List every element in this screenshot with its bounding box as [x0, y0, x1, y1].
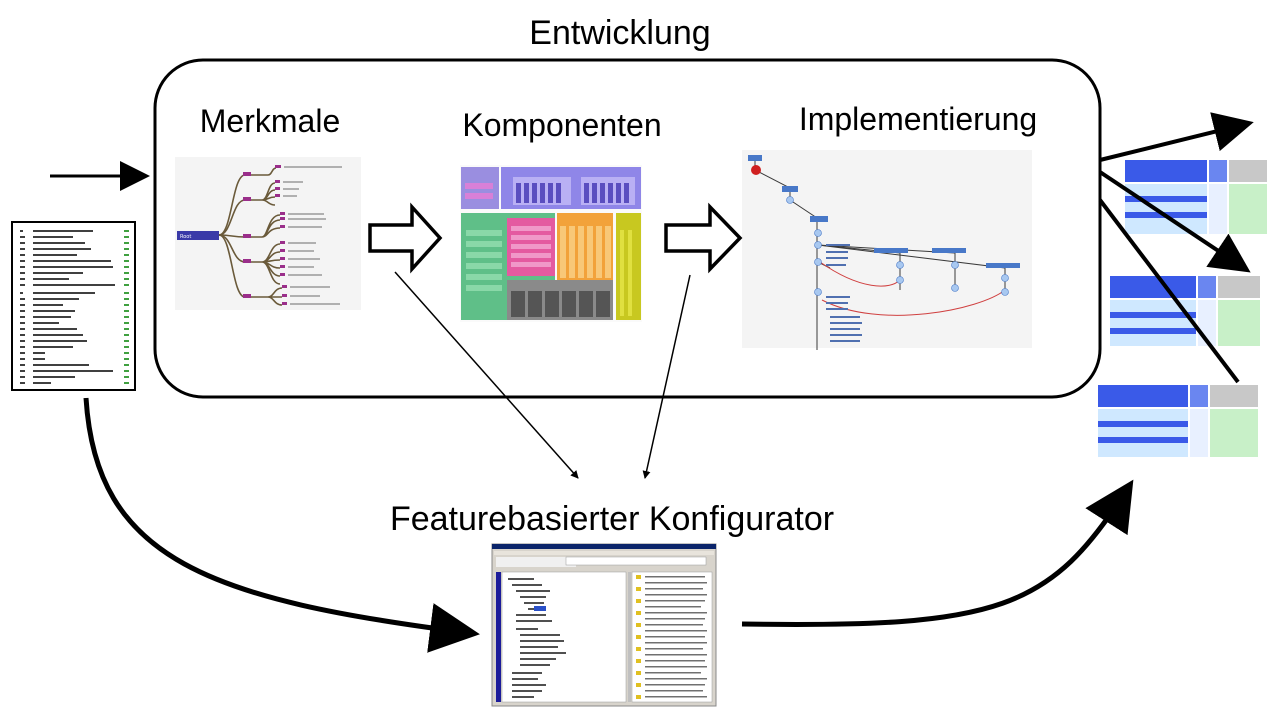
diagram-title: Entwicklung	[529, 14, 710, 52]
output-table-3	[1098, 383, 1258, 459]
output-table-1	[1125, 158, 1267, 236]
feature-mindmap-thumbnail: Root	[175, 157, 361, 310]
stage-label-merkmale: Merkmale	[200, 103, 340, 139]
document-to-configurator-curve	[83, 397, 480, 653]
configurator-to-output-curve	[741, 479, 1134, 627]
block-arrow-komponenten-to-implementierung	[664, 202, 743, 274]
development-frame	[153, 58, 1102, 399]
output-arrow-3	[1098, 198, 1240, 384]
feature-to-configurator-arrow	[394, 271, 579, 479]
stage-label-implementierung: Implementierung	[799, 101, 1037, 137]
implementation-to-configurator-arrow	[642, 274, 691, 479]
output-arrow-1	[1099, 112, 1254, 162]
configurator-label: Featurebasierter Konfigurator	[390, 500, 834, 538]
requirements-document-thumbnail	[11, 221, 136, 391]
svg-text:Root: Root	[180, 234, 191, 240]
output-arrow-2	[1098, 170, 1251, 273]
implementation-graph-thumbnail	[742, 150, 1032, 350]
component-architecture-thumbnail	[460, 165, 642, 322]
block-arrow-merkmale-to-komponenten	[368, 202, 443, 274]
configurator-screenshot	[491, 543, 717, 707]
stage-label-komponenten: Komponenten	[462, 107, 661, 143]
